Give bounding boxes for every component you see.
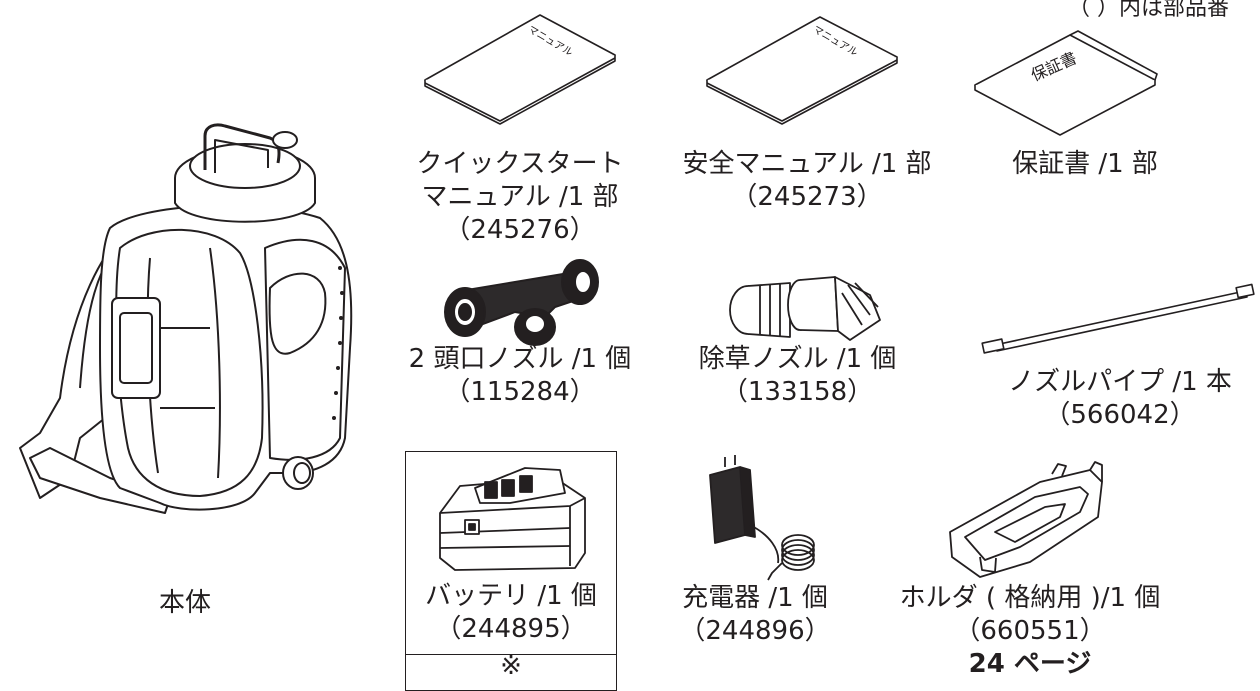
warranty-caption: 保証書 /1 部 [1012, 149, 1158, 179]
warranty-illustration [970, 30, 1160, 140]
part-number-note: （ ）内は部品番 [1068, 0, 1229, 21]
safety-manual-illustration [702, 12, 902, 122]
safety-manual-caption: 安全マニュアル /1 部 （245273） [682, 149, 932, 212]
quickstart-manual-caption: クイックスタート マニュアル /1 部 （245276） [416, 149, 624, 245]
weeding-nozzle-illustration [720, 265, 890, 355]
battery-divider [405, 654, 617, 655]
sprayer-body-illustration [0, 118, 380, 538]
two-head-nozzle-caption: 2 頭口ノズル /1 個 （115284） [408, 344, 632, 407]
holder-page-reference: 24 ページ [968, 649, 1092, 679]
battery-caption: バッテリ /1 個 （244895） [425, 581, 597, 644]
battery-illustration [430, 458, 595, 578]
holder-illustration [940, 462, 1110, 582]
charger-caption: 充電器 /1 個 （244896） [679, 583, 831, 646]
holder-caption: ホルダ ( 格納用 )/1 個 （660551） 24 ページ [880, 582, 1180, 681]
nozzle-pipe-caption: ノズルパイプ /1 本 （566042） [1008, 367, 1232, 430]
weeding-nozzle-caption: 除草ノズル /1 個 （133158） [698, 344, 897, 407]
body-caption: 本体 [158, 588, 211, 618]
charger-illustration [700, 455, 830, 585]
nozzle-pipe-illustration [975, 283, 1260, 353]
quickstart-manual-illustration [420, 10, 620, 120]
battery-mark: ※ [500, 651, 522, 681]
two-head-nozzle-illustration [435, 252, 605, 352]
